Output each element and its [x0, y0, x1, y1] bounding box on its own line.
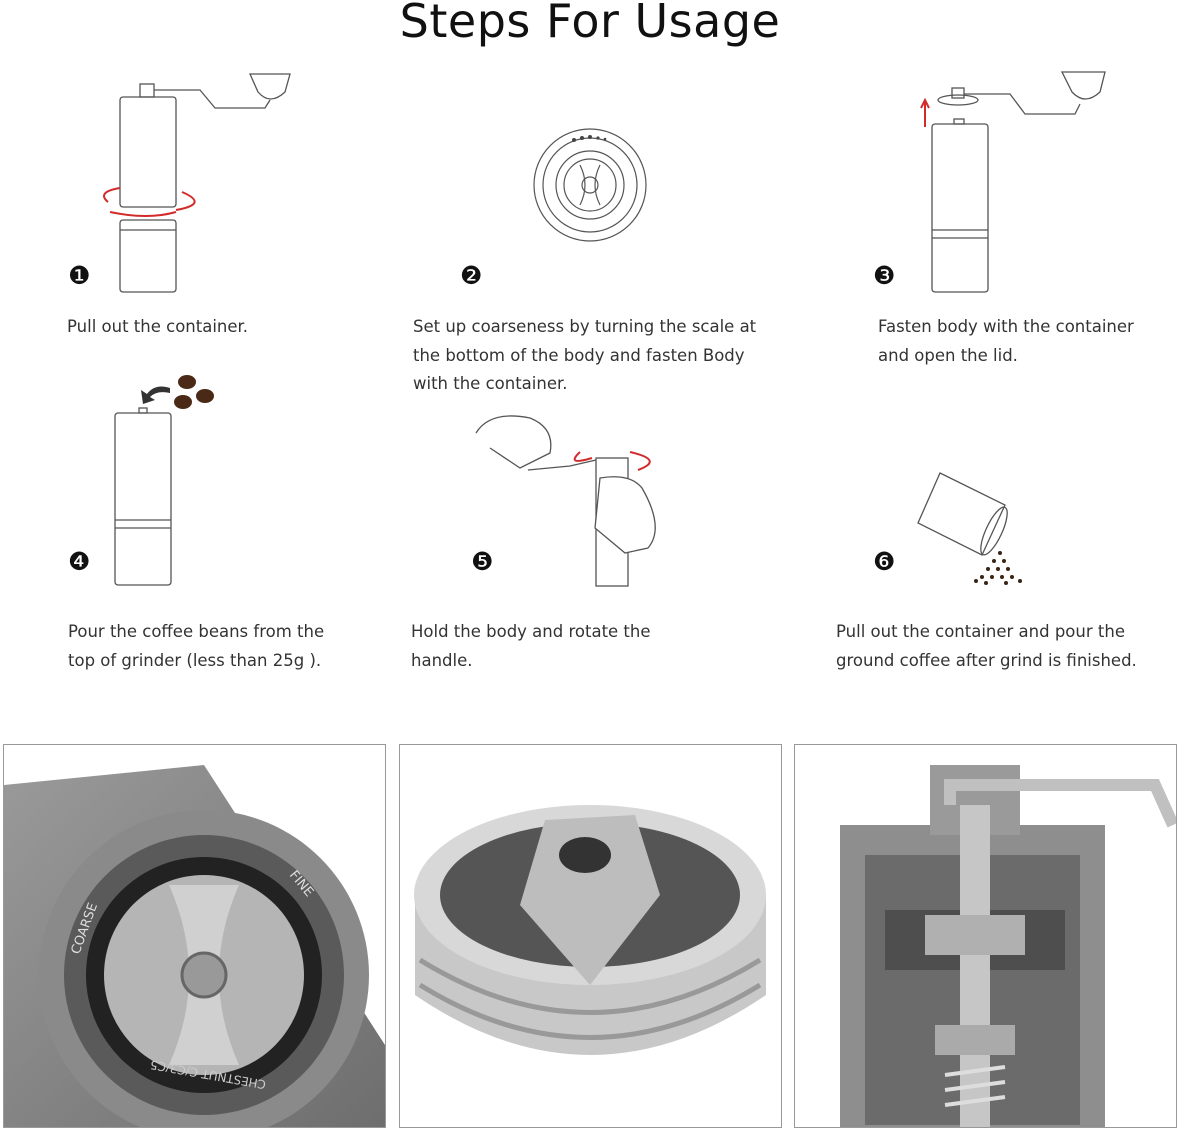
step-2-number: ❷	[460, 261, 483, 290]
step-1-text: Pull out the container.	[67, 317, 249, 336]
page-title: Steps For Usage	[399, 0, 781, 48]
step-1-illustration	[103, 73, 291, 293]
step-4-number: ❹	[68, 547, 91, 576]
step-4-illustration	[114, 375, 214, 586]
step-3-number: ❸	[873, 261, 896, 290]
step-2-text: Set up coarseness by turning the scale a…	[413, 317, 757, 393]
burr-photo	[399, 744, 782, 1128]
step-1-number: ❶	[68, 261, 91, 290]
burr-adjustment-photo: COARSE FINE CHESTNUT C/C3/C5	[3, 744, 386, 1128]
cross-section-photo	[794, 744, 1177, 1128]
step-6-number: ❻	[873, 547, 896, 576]
step-5-illustration	[475, 415, 656, 587]
step-2-illustration	[533, 128, 647, 242]
step-6-illustration	[917, 472, 1022, 585]
step-5-number: ❺	[471, 547, 494, 576]
step-3-illustration	[920, 71, 1106, 293]
